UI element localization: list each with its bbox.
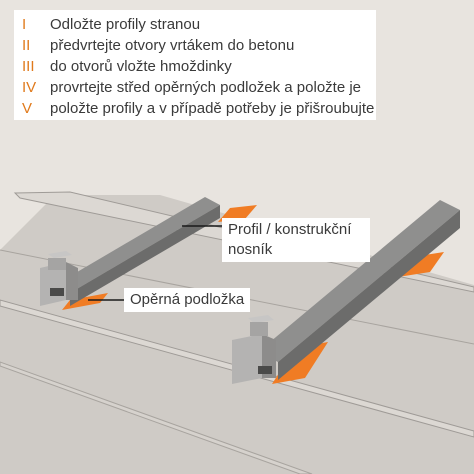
step-2: II předvrtejte otvory vrtákem do betonu <box>22 35 294 55</box>
profile-2-top <box>258 200 460 362</box>
step-4: IV provrtejte střed opěrných podložek a … <box>22 77 361 97</box>
profile-label: Profil / konstrukční nosník <box>222 218 370 262</box>
step-1-text: Odložte profily stranou <box>50 15 201 33</box>
support-pad-3 <box>62 293 108 310</box>
profile-label-line1: Profil / konstrukční <box>228 221 352 238</box>
bracket-2 <box>232 315 276 384</box>
step-5: V položte profily a v případě potřeby je… <box>22 98 374 118</box>
step-1-numeral: I <box>22 15 27 33</box>
profile-1-top <box>55 197 220 293</box>
step-2-numeral: II <box>22 36 31 54</box>
profile-1-side <box>70 205 220 306</box>
pad-label-text: Opěrná podložka <box>130 291 245 308</box>
bracket-1 <box>40 251 78 306</box>
support-pad-4 <box>272 342 328 384</box>
step-3-text: do otvorů vložte hmoždinky <box>50 57 232 75</box>
support-pad-1 <box>218 205 257 222</box>
step-4-text: provrtejte střed opěrných podložek a pol… <box>50 78 362 96</box>
support-pad-2 <box>398 252 444 277</box>
step-2-text: předvrtejte otvory vrtákem do betonu <box>50 36 295 54</box>
step-3: III do otvorů vložte hmoždinky <box>22 56 232 76</box>
profile-label-line2: nosník <box>228 241 273 258</box>
step-5-text: položte profily a v případě potřeby je p… <box>50 99 375 117</box>
step-5-numeral: V <box>22 99 33 117</box>
pad-label: Opěrná podložka <box>124 288 251 312</box>
steps-panel: I Odložte profily stranou II předvrtejte… <box>14 10 376 120</box>
slab-strip-3 <box>0 361 313 474</box>
profile-2-side <box>278 210 460 380</box>
step-1: I Odložte profily stranou <box>22 14 200 34</box>
step-3-numeral: III <box>22 57 35 75</box>
step-4-numeral: IV <box>22 78 37 96</box>
